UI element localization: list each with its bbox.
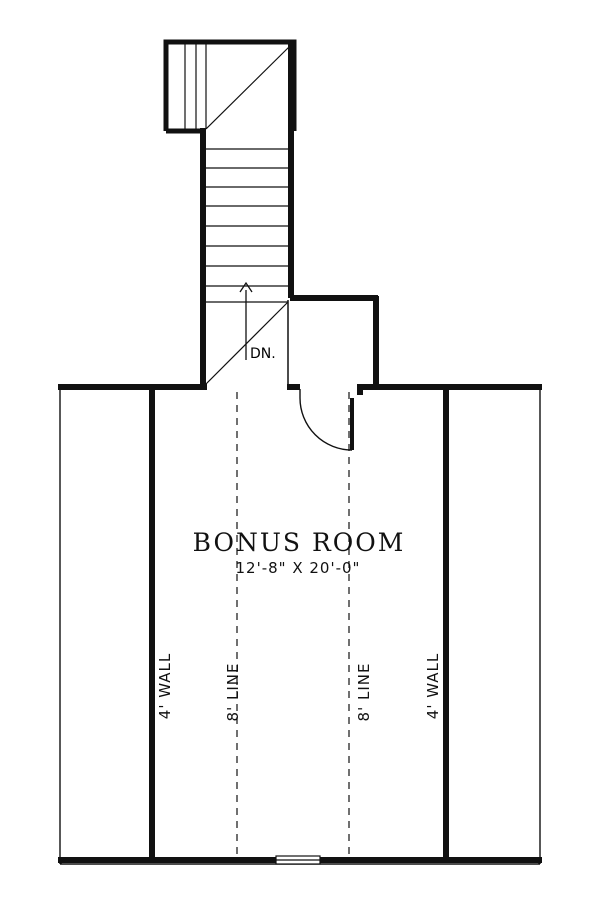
room-name: BONUS ROOM — [193, 528, 406, 557]
door — [299, 389, 354, 451]
stair-treads — [205, 148, 289, 385]
window — [275, 855, 321, 865]
stair-arrow-icon — [239, 281, 253, 360]
stair-walls — [200, 40, 379, 388]
stair-direction-label: DN. — [250, 346, 276, 362]
landing-treads — [184, 43, 293, 130]
right-wall-label: 4' WALL — [424, 653, 442, 719]
left-wall-label: 4' WALL — [156, 653, 174, 719]
right-ceiling-line-label: 8' LINE — [355, 663, 373, 722]
room-dimensions: 12'-8" X 20'-0" — [236, 559, 361, 577]
ceiling-lines — [236, 392, 350, 856]
left-ceiling-line-label: 8' LINE — [224, 663, 242, 722]
eave-lines — [59, 390, 541, 865]
exterior-walls — [58, 384, 542, 863]
